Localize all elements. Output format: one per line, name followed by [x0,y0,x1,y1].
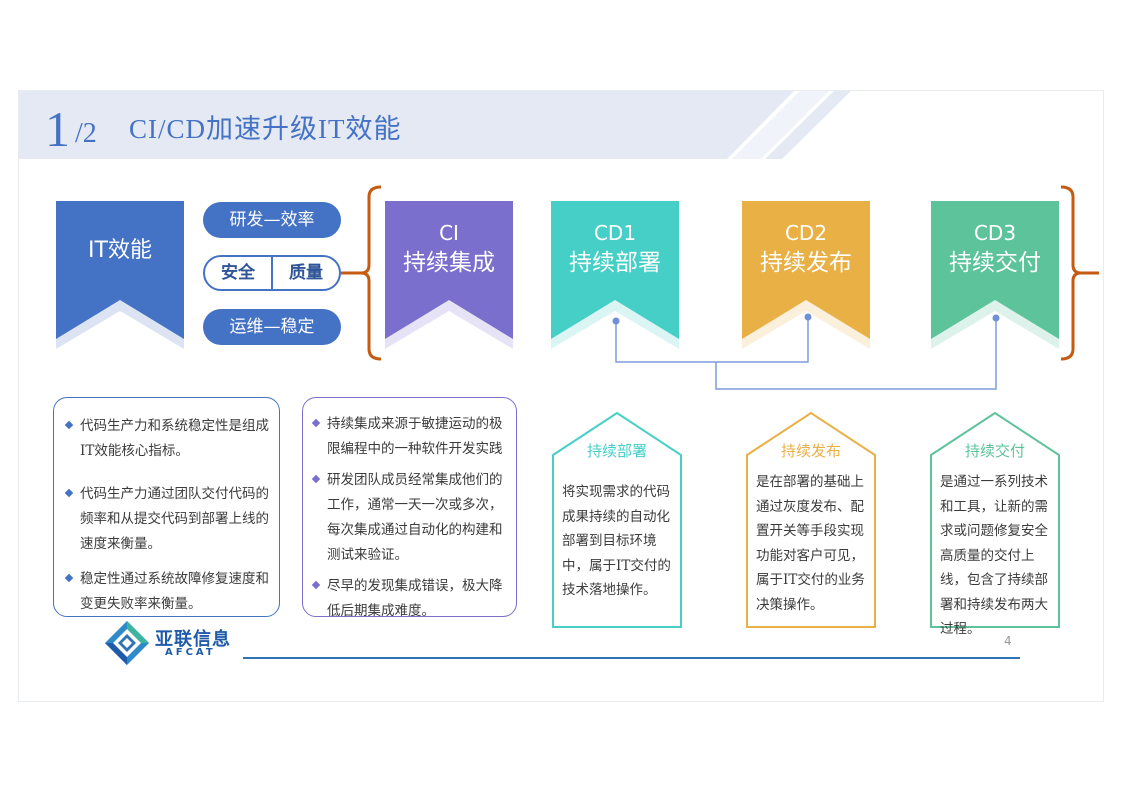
banner-shape [56,201,184,349]
it-card-bullet: 代码生产力和系统稳定性是组成IT效能核心指标。 [64,414,269,464]
ci-card: 持续集成来源于敏捷运动的极限编程中的一种软件开发实践 研发团队成员经常集成他们的… [302,397,517,619]
it-efficiency-card: 代码生产力和系统稳定性是组成IT效能核心指标。 代码生产力通过团队交付代码的频率… [53,397,280,617]
banner-shape [742,201,870,349]
company-logo: 亚联信息 AFCAT [103,619,243,667]
detail-card-title: 持续发布 [780,442,841,460]
it-efficiency-banner: IT效能 [56,201,184,351]
footer-divider [243,657,1020,659]
cd1-banner: CD1 持续部署 [551,201,679,351]
banner-label: IT效能 [88,238,152,263]
cd2-banner: CD2 持续发布 [742,201,870,351]
banner-label: 持续发布 [760,250,852,276]
header-band-shape [19,91,851,159]
pill-quality: 质量 [289,263,323,283]
pill-security: 安全 [221,263,255,283]
cd2-dot [804,313,812,321]
page-number: 4 [1004,634,1012,648]
cd3-dot [992,314,1000,322]
detail-card-body: 是在部署的基础上通过灰度发布、配置开关等手段实现功能对客户可见，属于IT交付的业… [756,474,865,613]
pill-dev-efficiency: 研发—效率 [203,202,341,238]
banner-code: CD3 [973,221,1017,245]
banner-code: CD2 [784,221,828,245]
section-total: /2 [75,118,97,149]
it-card-bullet: 稳定性通过系统故障修复速度和变更失败率来衡量。 [64,567,269,617]
ci-card-bullet: 持续集成来源于敏捷运动的极限编程中的一种软件开发实践 [311,412,508,462]
ci-banner: CI 持续集成 [385,201,513,351]
banner-label: 持续部署 [569,250,661,276]
banner-shape [551,201,679,349]
logo-icon [105,621,149,665]
banner-shape [931,201,1059,349]
cd3-banner: CD3 持续交付 [931,201,1059,351]
house-shape [746,412,876,628]
detail-card-title: 持续交付 [964,442,1025,460]
cd1-dot [612,317,620,325]
it-card-bullet: 代码生产力通过团队交付代码的频率和从提交代码到部署上线的速度来衡量。 [64,482,269,557]
brackets-and-connectors [341,185,1099,390]
cd-connector-lines [615,317,997,390]
detail-card-body: 是通过一系列技术和工具，让新的需求或问题修复安全高质量的交付上线，包含了持续部署… [940,474,1048,637]
cd3-detail-card: 持续交付 是通过一系列技术和工具，让新的需求或问题修复安全高质量的交付上线，包含… [930,412,1060,637]
banner-code: CI [439,221,459,245]
right-brace [1060,185,1082,361]
pill-ops-stability: 运维—稳定 [203,309,341,345]
cd2-detail-card: 持续发布 是在部署的基础上通过灰度发布、配置开关等手段实现功能对客户可见，属于I… [746,412,876,632]
logo-text-cn: 亚联信息 [155,629,231,650]
page-title: CI/CD加速升级IT效能 [129,114,402,144]
left-brace [360,185,382,361]
ci-card-bullet: 尽早的发现集成错误，极大降低后期集成难度。 [311,574,508,624]
header-band: 1 /2 CI/CD加速升级IT效能 [19,91,1105,159]
house-shape [552,412,682,628]
detail-card-body: 将实现需求的代码成果持续的自动化部署到目标环境中，属于IT交付的技术落地操作。 [562,484,671,598]
slide: 1 /2 CI/CD加速升级IT效能 IT效能 研发—效率 安全 质量 运维—稳… [18,90,1104,702]
cd1-detail-card: 持续部署 将实现需求的代码成果持续的自动化部署到目标环境中，属于IT交付的技术落… [552,412,682,632]
detail-card-title: 持续部署 [586,442,647,460]
pill-divider [271,257,273,289]
pill-security-quality: 安全 质量 [203,255,341,291]
banner-code: CD1 [593,221,637,245]
section-number: 1 [45,101,70,157]
banner-shape [385,201,513,349]
ci-card-bullet: 研发团队成员经常集成他们的工作，通常一天一次或多次，每次集成通过自动化的构建和测… [311,468,508,568]
house-shape [930,412,1060,628]
banner-label: 持续交付 [949,250,1041,276]
banner-label: 持续集成 [403,250,495,276]
logo-text-en: AFCAT [165,647,216,658]
